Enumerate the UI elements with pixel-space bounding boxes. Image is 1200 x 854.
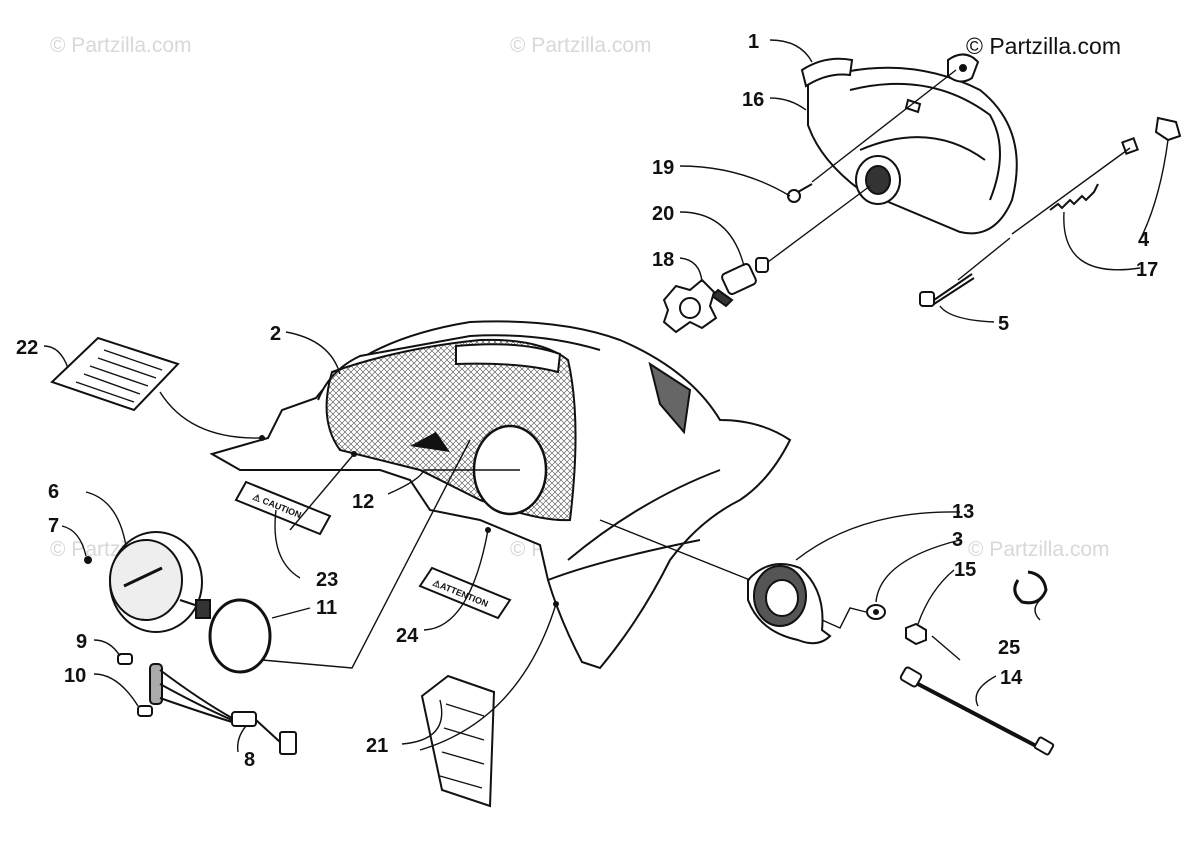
watermark: © Partzilla.com: [510, 34, 652, 57]
bulb-icon: [84, 556, 92, 564]
warning-decal: [50, 336, 180, 412]
callout-4: 4: [1138, 229, 1150, 251]
callout-19: 19: [652, 157, 674, 179]
gauge-housing: [747, 563, 832, 645]
copyright-text: © Partzilla.com: [966, 33, 1121, 59]
leader-lines: [43, 39, 1169, 753]
callout-5: 5: [998, 313, 1009, 335]
mounting-knob: [947, 53, 980, 83]
speedometer: [109, 531, 211, 633]
callout-10: 10: [64, 665, 86, 687]
headlight-bezel-clip: [800, 57, 854, 88]
hood-vent: [455, 343, 692, 435]
headlight-housing: [807, 66, 1018, 235]
callout-6: 6: [48, 481, 59, 503]
callout-11: 11: [316, 597, 337, 619]
retaining-ring: [662, 278, 718, 334]
callout-8: 8: [244, 749, 255, 771]
leader-dots: [259, 435, 559, 607]
callout-23: 23: [316, 569, 338, 591]
tach-cable: [899, 666, 1055, 756]
adjuster-screw: [919, 273, 975, 307]
watermark: © Partzilla.com: [50, 34, 192, 57]
wiring-harness: [117, 653, 297, 755]
callout-12: 12: [352, 491, 374, 513]
caution-decal: ⚠ CAUTION: [234, 480, 332, 536]
callout-13: 13: [952, 501, 974, 523]
cable-clamp: [1013, 570, 1048, 605]
assembly-axis: [767, 69, 1131, 281]
callout-17: 17: [1136, 259, 1158, 281]
small-screw: [787, 183, 813, 203]
callout-7: 7: [48, 515, 59, 537]
attention-decal: ⚠ATTENTION: [418, 566, 512, 620]
callout-15: 15: [954, 559, 976, 581]
adjuster-clip: [1121, 116, 1182, 155]
bezel-ring: [208, 598, 272, 674]
callout-2: 2: [270, 323, 281, 345]
callout-14: 14: [1000, 667, 1023, 689]
callout-22: 22: [16, 337, 38, 359]
callout-21: 21: [366, 735, 388, 757]
washer: [866, 604, 886, 620]
callout-9: 9: [76, 631, 87, 653]
callout-20: 20: [652, 203, 674, 225]
instruction-decal: [420, 674, 496, 808]
callout-1: 1: [748, 31, 759, 53]
bulb-socket: [710, 257, 769, 308]
callout-3: 3: [952, 529, 963, 551]
callout-24: 24: [396, 625, 419, 647]
callout-numbers: 1 2 3 4 5 6 7 8 9 10 11 12 13 14 15 16 1…: [16, 31, 1158, 771]
adjuster-spring: [1049, 183, 1099, 211]
callout-18: 18: [652, 249, 674, 271]
nut: [905, 622, 927, 646]
watermark: © Partzilla.com: [968, 538, 1110, 561]
callout-16: 16: [742, 89, 764, 111]
callout-25: 25: [998, 637, 1020, 659]
